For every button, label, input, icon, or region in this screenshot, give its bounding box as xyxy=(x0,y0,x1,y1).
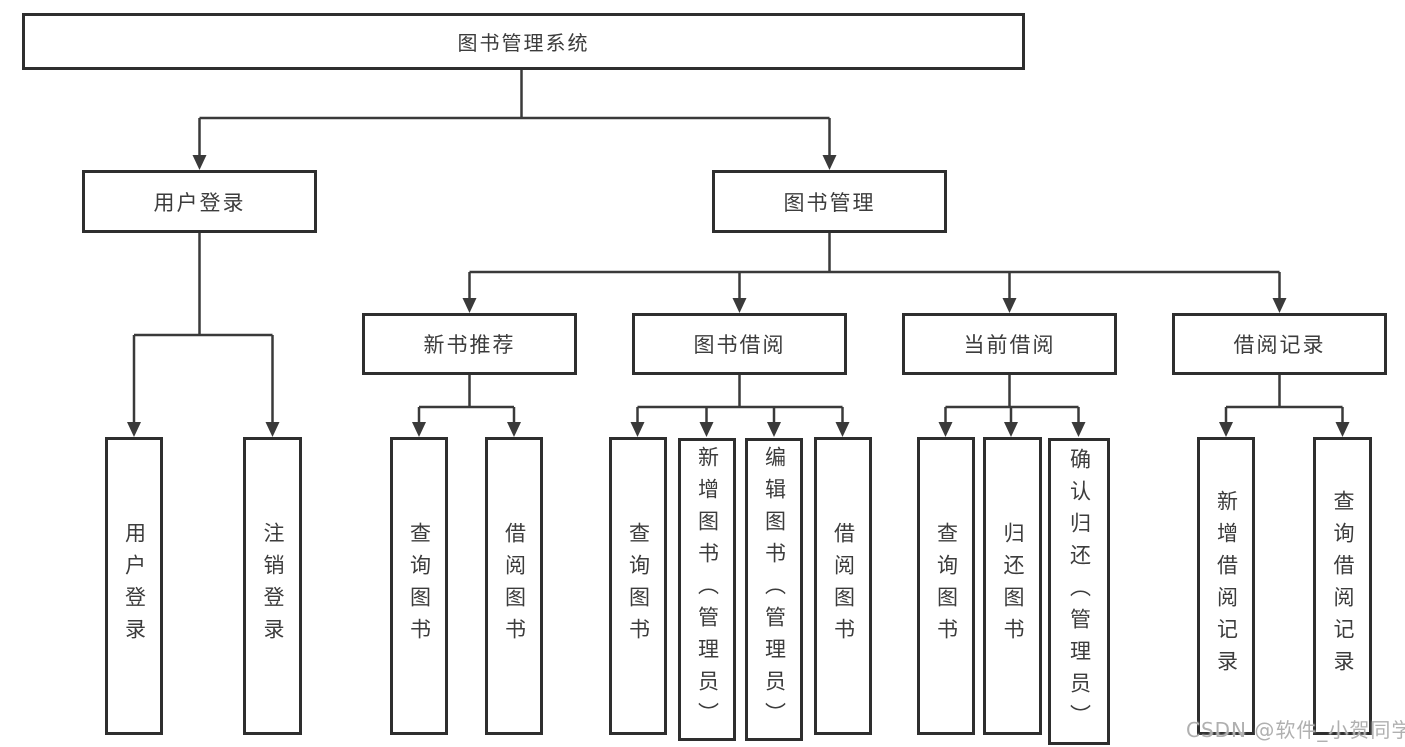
connector-book-borrow xyxy=(637,375,843,409)
connector-borrow-records xyxy=(1226,375,1343,409)
node-label: 新增图书（管理员） xyxy=(695,445,720,734)
node-book-mgmt: 图书管理 xyxy=(712,170,947,233)
node-current-borrow: 当前借阅 xyxy=(902,313,1117,375)
node-label: 当前借阅 xyxy=(963,333,1056,357)
leaf-current-confirm-return-admin: 确认归还（管理员） xyxy=(1048,438,1110,745)
connector-current-borrow xyxy=(945,375,1079,409)
watermark: CSDN @软件_小贺同学 xyxy=(1186,718,1405,742)
node-label: 归还图书 xyxy=(1001,522,1025,650)
connector-new-books xyxy=(419,375,514,409)
node-label: 借阅记录 xyxy=(1233,333,1326,357)
leaf-recommend-borrow-books: 借阅图书 xyxy=(485,437,543,735)
leaf-records-add-record: 新增借阅记录 xyxy=(1197,437,1255,735)
connector-book-mgmt xyxy=(469,233,1280,274)
leaf-borrow-add-books-admin: 新增图书（管理员） xyxy=(678,438,736,741)
node-label: 查询借阅记录 xyxy=(1331,490,1355,682)
node-root: 图书管理系统 xyxy=(22,13,1025,70)
node-user-login: 用户登录 xyxy=(82,170,317,233)
node-label: 新书推荐 xyxy=(423,333,516,357)
connector-root xyxy=(199,70,830,120)
node-label: 注销登录 xyxy=(261,522,285,650)
leaf-borrow-edit-books-admin: 编辑图书（管理员） xyxy=(745,438,803,741)
node-label: 借阅图书 xyxy=(502,522,527,650)
node-label: 查询图书 xyxy=(407,522,432,650)
leaf-borrow-borrow-books: 借阅图书 xyxy=(814,437,872,735)
leaf-borrow-query-books: 查询图书 xyxy=(609,437,667,735)
leaf-recommend-query-books: 查询图书 xyxy=(390,437,448,735)
leaf-records-query-record: 查询借阅记录 xyxy=(1313,437,1372,735)
node-book-borrow: 图书借阅 xyxy=(632,313,847,375)
node-borrow-records: 借阅记录 xyxy=(1172,313,1387,375)
node-label: 用户登录 xyxy=(122,522,147,650)
node-label: 查询图书 xyxy=(934,522,959,650)
node-label: 图书管理系统 xyxy=(457,31,590,55)
node-label: 编辑图书（管理员） xyxy=(762,445,787,734)
leaf-current-return-books: 归还图书 xyxy=(983,437,1042,735)
connector-user-login xyxy=(134,233,273,337)
node-label: 图书借阅 xyxy=(693,333,786,357)
node-label: 新增借阅记录 xyxy=(1214,490,1239,682)
node-label: 确认归还（管理员） xyxy=(1067,447,1092,736)
node-label: 借阅图书 xyxy=(831,522,856,650)
node-new-books: 新书推荐 xyxy=(362,313,577,375)
node-label: 图书管理 xyxy=(783,190,876,215)
leaf-current-query-books: 查询图书 xyxy=(917,437,975,735)
leaf-logout: 注销登录 xyxy=(243,437,302,735)
node-label: 用户登录 xyxy=(153,190,246,215)
node-label: 查询图书 xyxy=(626,522,651,650)
leaf-user-login: 用户登录 xyxy=(105,437,163,735)
